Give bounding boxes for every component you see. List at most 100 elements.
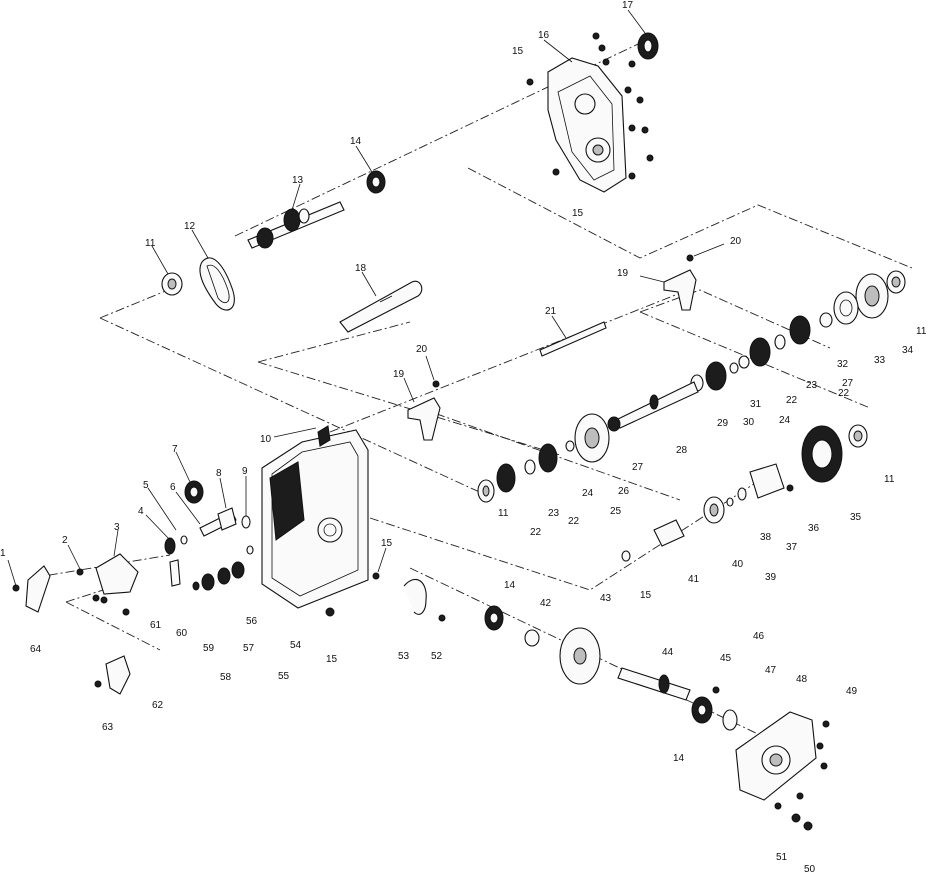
- callout-39: 39: [765, 572, 777, 583]
- callout-20-a: 20: [416, 344, 428, 355]
- upper-case-cover: [547, 32, 659, 193]
- callout-61: 61: [150, 620, 162, 631]
- assembly-centerlines: [31, 35, 913, 736]
- callout-19-b: 19: [617, 268, 629, 279]
- callout-41: 41: [688, 574, 700, 585]
- callout-33: 33: [874, 355, 886, 366]
- callout-63: 63: [102, 722, 114, 733]
- shift-forks: [407, 254, 697, 441]
- callout-11-top: 11: [916, 326, 927, 337]
- main-case: [261, 425, 380, 617]
- callout-27-a: 27: [632, 462, 644, 473]
- callout-50: 50: [804, 864, 816, 874]
- callout-30: 30: [743, 417, 755, 428]
- callout-26: 26: [618, 486, 630, 497]
- callout-15-c: 15: [381, 538, 393, 549]
- callout-52: 52: [431, 651, 443, 662]
- callout-17: 17: [622, 0, 634, 11]
- callout-1: 1: [0, 548, 6, 559]
- shift-linkage: [12, 553, 139, 695]
- chain-12: [199, 257, 235, 311]
- callout-21: 21: [545, 306, 557, 317]
- callout-24-b: 24: [779, 415, 791, 426]
- output-shaft-44: [617, 667, 691, 701]
- callout-14-top: 14: [350, 136, 362, 147]
- callout-16: 16: [538, 30, 550, 41]
- gear-group-right: [621, 424, 868, 562]
- callout-28: 28: [676, 445, 688, 456]
- callout-13: 13: [292, 175, 304, 186]
- callout-4: 4: [138, 506, 144, 517]
- callout-56: 56: [246, 616, 258, 627]
- callout-31: 31: [750, 399, 762, 410]
- leader-lines: [7, 9, 725, 587]
- callout-18: 18: [355, 263, 367, 274]
- callout-53: 53: [398, 651, 410, 662]
- guard-53: [403, 578, 427, 615]
- callout-3: 3: [114, 522, 120, 533]
- callout-11-mid: 11: [498, 508, 509, 519]
- callout-49: 49: [846, 686, 858, 697]
- callout-19-a: 19: [393, 369, 405, 380]
- callout-27-b: 27: [842, 378, 854, 389]
- callout-9: 9: [242, 466, 248, 477]
- output-group: [403, 578, 830, 831]
- callout-23-b: 23: [806, 380, 818, 391]
- shift-shaft-18: [339, 280, 423, 333]
- bolt-15-upper: [526, 78, 534, 86]
- upper-cover-bolts: [526, 32, 654, 180]
- callout-23-a: 23: [548, 508, 560, 519]
- callout-15-a: 15: [512, 46, 524, 57]
- callout-43: 43: [600, 593, 612, 604]
- callout-12: 12: [184, 221, 196, 232]
- callout-46: 46: [753, 631, 765, 642]
- callout-44: 44: [662, 647, 674, 658]
- callout-57: 57: [243, 643, 255, 654]
- housing-3: [95, 553, 139, 595]
- gear-stack-upper: [477, 270, 906, 503]
- callout-42: 42: [540, 598, 552, 609]
- callout-22-d: 22: [838, 388, 850, 399]
- callout-47: 47: [765, 665, 777, 676]
- callout-45: 45: [720, 653, 732, 664]
- callout-11-right: 11: [884, 474, 895, 485]
- callout-20-b: 20: [730, 236, 742, 247]
- callout-51: 51: [776, 852, 788, 863]
- callout-36: 36: [808, 523, 820, 534]
- callout-14-mid: 14: [504, 580, 516, 591]
- callout-48: 48: [796, 674, 808, 685]
- callout-10: 10: [260, 434, 272, 445]
- callout-14-low: 14: [673, 753, 685, 764]
- callout-55: 55: [278, 671, 290, 682]
- callout-38: 38: [760, 532, 772, 543]
- lever-62: [105, 655, 131, 695]
- callout-11-left: 11: [145, 238, 156, 249]
- callout-35: 35: [850, 512, 862, 523]
- callout-58: 58: [220, 672, 232, 683]
- callout-34: 34: [902, 345, 914, 356]
- callout-60: 60: [176, 628, 188, 639]
- callout-8: 8: [216, 468, 222, 479]
- callout-22-b: 22: [568, 516, 580, 527]
- callout-15-d: 15: [326, 654, 338, 665]
- bolt-15-lower: [552, 168, 560, 176]
- input-shaft-group: [161, 170, 386, 311]
- callout-5: 5: [143, 480, 149, 491]
- callout-37: 37: [786, 542, 798, 553]
- callout-64: 64: [30, 644, 42, 655]
- plate-64: [25, 565, 51, 613]
- callout-32: 32: [837, 359, 849, 370]
- callout-25: 25: [610, 506, 622, 517]
- callout-59: 59: [203, 643, 215, 654]
- callout-40: 40: [732, 559, 744, 570]
- callout-22-c: 22: [786, 395, 798, 406]
- left-shaft-parts: [164, 480, 254, 591]
- callout-62: 62: [152, 700, 164, 711]
- shift-rail-21: [539, 321, 607, 357]
- callout-54: 54: [290, 640, 302, 651]
- callout-24-a: 24: [582, 488, 594, 499]
- callout-7: 7: [172, 444, 178, 455]
- callout-15-b: 15: [572, 208, 584, 219]
